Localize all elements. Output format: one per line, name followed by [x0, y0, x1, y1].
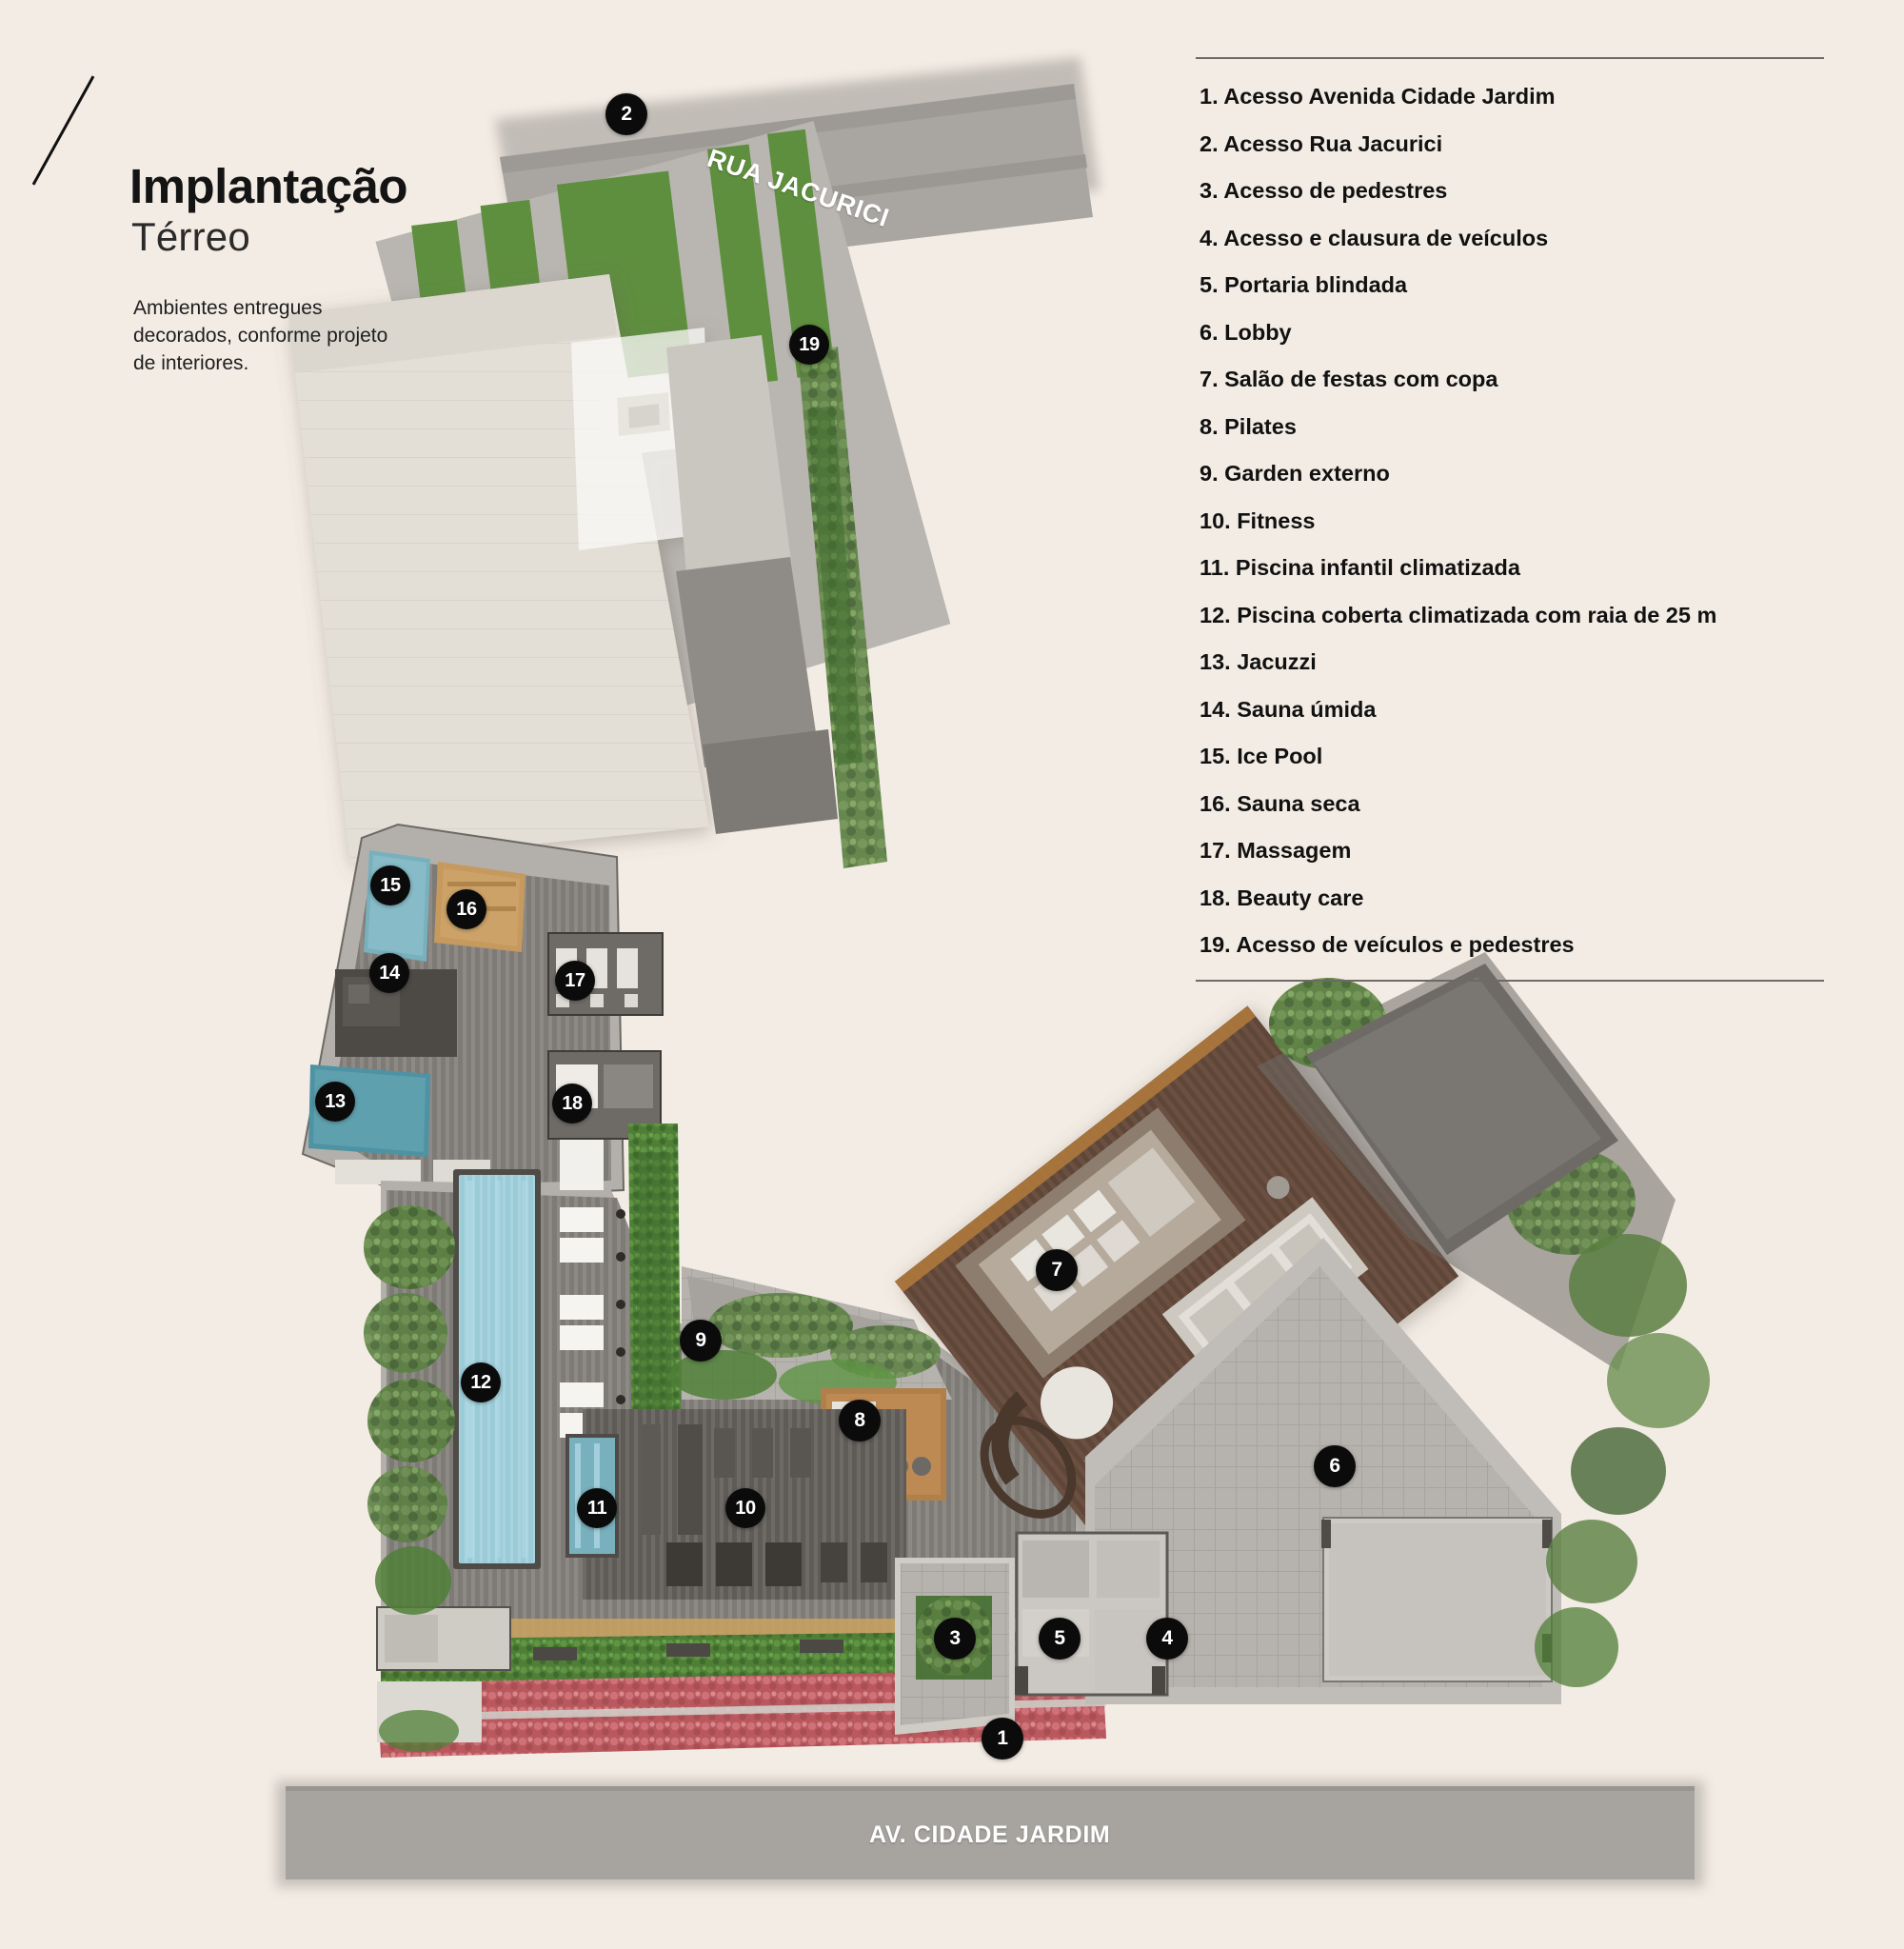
legend-item: 4. Acesso e clausura de veículos	[1200, 225, 1549, 250]
legend-item: 8. Pilates	[1200, 413, 1297, 439]
plan-marker-16[interactable]: 16	[446, 889, 486, 929]
legend-item: 13. Jacuzzi	[1200, 649, 1317, 674]
legend-item: 19. Acesso de veículos e pedestres	[1200, 932, 1575, 957]
plan-marker-8[interactable]: 8	[839, 1400, 881, 1442]
hedge-strip-pool	[628, 1124, 682, 1485]
plan-marker-14[interactable]: 14	[369, 953, 409, 993]
plan-marker-6[interactable]: 6	[1314, 1445, 1356, 1487]
plan-marker-17[interactable]: 17	[555, 961, 595, 1001]
legend-item: 14. Sauna úmida	[1200, 696, 1377, 722]
plan-marker-12[interactable]: 12	[461, 1362, 501, 1402]
north-mid-roof	[666, 335, 838, 834]
legend-item: 9. Garden externo	[1200, 461, 1390, 486]
service-roof-ne	[1306, 964, 1618, 1255]
plan-marker-9[interactable]: 9	[680, 1320, 722, 1362]
plan-marker-4[interactable]: 4	[1146, 1618, 1188, 1660]
north-planting-strip	[798, 347, 887, 868]
legend-item: 3. Acesso de pedestres	[1200, 178, 1448, 203]
clubhouse-block	[895, 1005, 1459, 1552]
garden-externo	[670, 1266, 952, 1405]
legend-item: 17. Massagem	[1200, 838, 1352, 863]
title-note: Ambientes entregues decorados, conforme …	[133, 297, 388, 374]
legend-rule-top	[1196, 57, 1824, 59]
legend-item: 5. Portaria blindada	[1200, 272, 1408, 297]
street-label-av-cidade-jardim: AV. CIDADE JARDIM	[869, 1821, 1111, 1848]
plan-marker-1[interactable]: 1	[982, 1718, 1023, 1760]
plan-marker-11[interactable]: 11	[577, 1488, 617, 1528]
legend-panel: 1. Acesso Avenida Cidade Jardim 2. Acess…	[1196, 57, 1824, 982]
plan-marker-10[interactable]: 10	[725, 1488, 765, 1528]
legend-item: 15. Ice Pool	[1200, 744, 1323, 768]
legend-item: 11. Piscina infantil climatizada	[1200, 555, 1520, 580]
service-slabs	[376, 1606, 511, 1752]
palms-left	[364, 1205, 455, 1615]
legend-list: 1. Acesso Avenida Cidade Jardim 2. Acess…	[1196, 59, 1824, 957]
legend-item: 12. Piscina coberta climatizada com raia…	[1200, 602, 1717, 627]
legend-item: 16. Sauna seca	[1200, 790, 1360, 816]
page-subtitle: Térreo	[131, 214, 250, 259]
legend-item: 18. Beauty care	[1200, 885, 1364, 910]
plan-marker-7[interactable]: 7	[1036, 1249, 1078, 1291]
legend-item: 1. Acesso Avenida Cidade Jardim	[1200, 84, 1556, 109]
street-av-cidade-jardim	[276, 1780, 1704, 1887]
legend-item: 6. Lobby	[1200, 319, 1292, 345]
page-title: Implantação	[129, 159, 408, 213]
plan-marker-5[interactable]: 5	[1039, 1618, 1081, 1660]
plan-marker-15[interactable]: 15	[370, 865, 410, 905]
legend-item: 7. Salão de festas com copa	[1200, 367, 1498, 391]
plan-marker-19[interactable]: 19	[789, 325, 829, 365]
plan-marker-3[interactable]: 3	[934, 1618, 976, 1660]
legend-item: 10. Fitness	[1200, 507, 1316, 533]
north-tower-roof	[288, 274, 712, 863]
portaria-blindada	[1015, 1531, 1169, 1697]
plan-marker-2[interactable]: 2	[605, 93, 647, 135]
plan-marker-13[interactable]: 13	[315, 1082, 355, 1122]
legend-rule-bottom	[1196, 979, 1824, 982]
plan-marker-18[interactable]: 18	[552, 1084, 592, 1124]
legend-item: 2. Acesso Rua Jacurici	[1200, 130, 1443, 156]
